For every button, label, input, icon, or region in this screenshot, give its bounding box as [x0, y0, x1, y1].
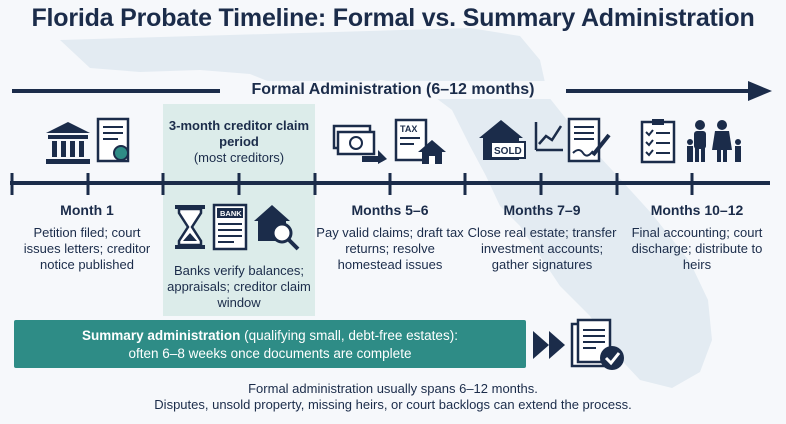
tax-label: TAX	[400, 124, 417, 134]
stage-heading-months-7-9: Months 7–9	[503, 202, 581, 218]
stage-body-month-1: Petition filed; court issues letters; cr…	[23, 225, 151, 272]
stage-heading-months-10-12: Months 10–12	[650, 202, 744, 218]
summary-administration-text: Summary administration (qualifying small…	[14, 327, 526, 363]
family-icon	[687, 120, 741, 162]
sold-label: SOLD	[494, 146, 522, 157]
completed-documents-icon	[570, 318, 624, 370]
creditor-period-title: 3-month creditor claim period (most cred…	[163, 118, 315, 166]
formal-administration-label: Formal Administration (6–12 months)	[220, 81, 566, 99]
growth-chart-icon	[534, 122, 563, 152]
stage-heading-month-1: Month 1	[60, 202, 114, 218]
footnote-line-1: Formal administration usually spans 6–12…	[248, 381, 538, 396]
stage-body-months-7-9: Close real estate; transfer investment a…	[467, 225, 617, 272]
checklist-icon	[640, 119, 676, 164]
sold-house-icon: SOLD	[479, 120, 526, 160]
certificate-icon	[96, 117, 130, 163]
creditor-period-body: Banks verify balances; appraisals; credi…	[167, 263, 311, 310]
bank-label: BANK	[220, 209, 242, 218]
creditor-period-subtitle: (most creditors)	[193, 150, 285, 165]
summary-line2: often 6–8 weeks once documents are compl…	[128, 346, 412, 361]
summary-rest: (qualifying small, debt-free estates):	[240, 328, 458, 343]
courthouse-icon	[46, 122, 90, 164]
stage-body-months-10-12: Final accounting; court discharge; distr…	[631, 225, 763, 272]
page-title: Florida Probate Timeline: Formal vs. Sum…	[31, 4, 755, 32]
stage-body-months-5-6: Pay valid claims; draft tax returns; res…	[316, 225, 464, 272]
footnote: Formal administration usually spans 6–12…	[80, 381, 706, 413]
footnote-line-2: Disputes, unsold property, missing heirs…	[154, 397, 632, 412]
hourglass-icon	[175, 205, 205, 249]
summary-administration-bar	[14, 320, 526, 368]
tax-house-icon: TAX	[394, 118, 446, 164]
summary-bold: Summary administration	[82, 328, 241, 343]
double-chevron-icon	[533, 331, 565, 359]
stage-heading-months-5-6: Months 5–6	[351, 202, 429, 218]
bank-statement-icon: BANK	[212, 203, 248, 251]
timeline-axis	[10, 173, 770, 195]
creditor-period-title-bold: 3-month creditor claim period	[168, 118, 310, 149]
house-search-icon	[254, 205, 300, 251]
signed-document-icon	[567, 117, 611, 163]
money-transfer-icon	[332, 124, 387, 164]
